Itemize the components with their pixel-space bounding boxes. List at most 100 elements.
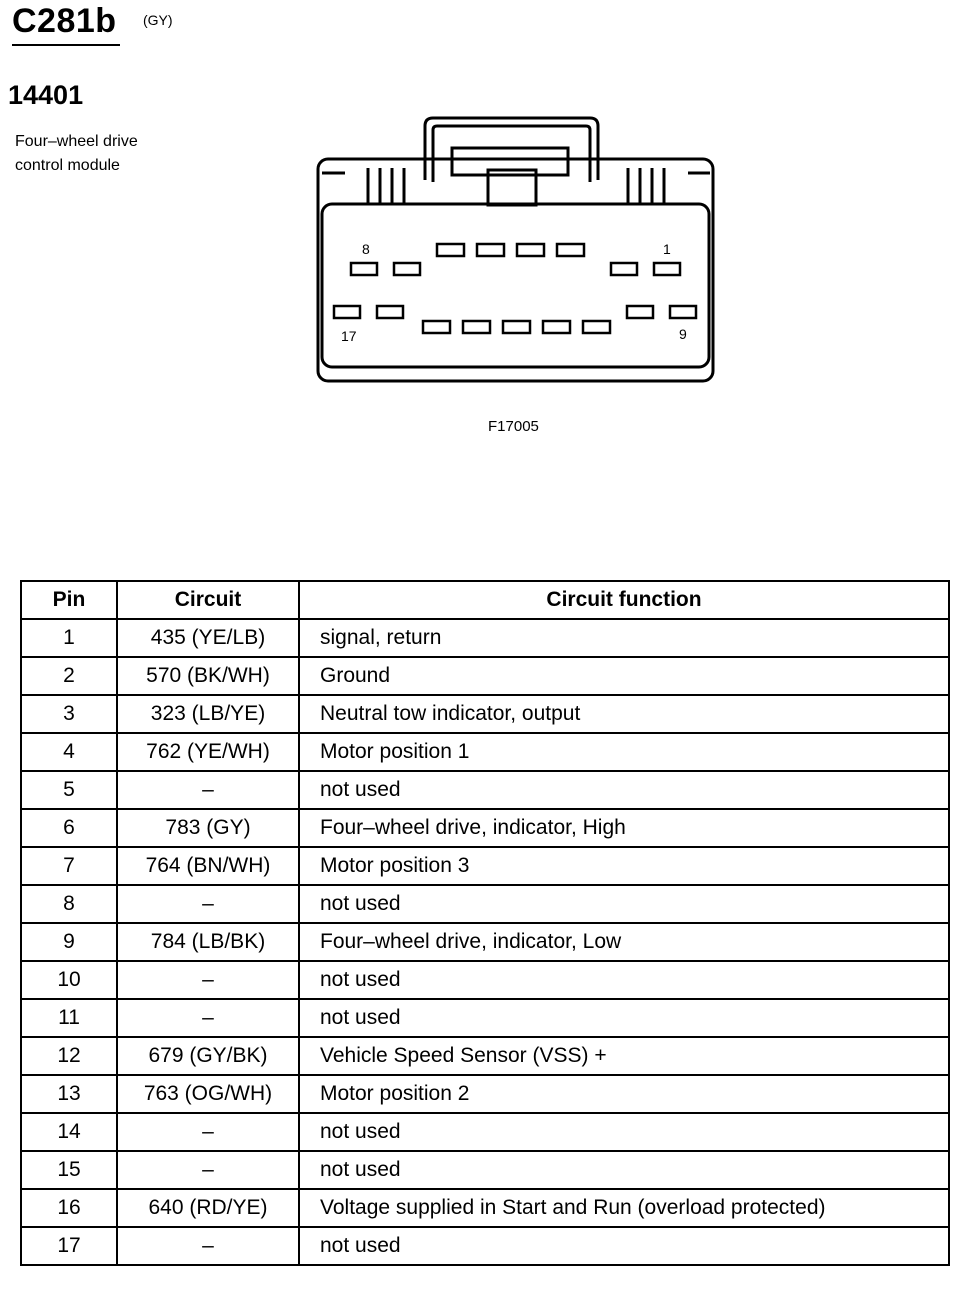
cavity-bottom-4 <box>541 319 572 335</box>
pin-label-1: 1 <box>663 241 671 257</box>
cavity-pin-7 <box>392 261 422 277</box>
color-code: (GY) <box>143 12 173 28</box>
table-row: 10–not used <box>20 960 950 1000</box>
latch-inner <box>431 124 592 182</box>
table-row: 8–not used <box>20 884 950 924</box>
header-function: Circuit function <box>298 580 950 620</box>
pin-cell: 15 <box>20 1150 118 1190</box>
circuit-cell: – <box>116 998 300 1038</box>
pin-cell: 4 <box>20 732 118 772</box>
circuit-cell: – <box>116 884 300 924</box>
circuit-cell: 764 (BN/WH) <box>116 846 300 886</box>
function-cell: not used <box>298 998 950 1038</box>
pin-label-9: 9 <box>679 326 687 342</box>
pin-cell: 7 <box>20 846 118 886</box>
connector-id: C281b <box>12 2 117 40</box>
cavity-bottom-2 <box>461 319 492 335</box>
cavity-bottom-5 <box>581 319 612 335</box>
circuit-cell: 570 (BK/WH) <box>116 656 300 696</box>
circuit-cell: 763 (OG/WH) <box>116 1074 300 1114</box>
function-cell: Voltage supplied in Start and Run (overl… <box>298 1188 950 1228</box>
cavity-pin-10 <box>625 304 655 320</box>
function-cell: Neutral tow indicator, output <box>298 694 950 734</box>
function-cell: not used <box>298 1150 950 1190</box>
description-line-2: control module <box>15 157 120 174</box>
cavity-bottom-1 <box>421 319 452 335</box>
module-description: Four–wheel drive control module <box>15 130 138 178</box>
cavity-top-2 <box>475 242 506 258</box>
latch-outer <box>423 116 600 180</box>
pin-label-17: 17 <box>341 328 357 344</box>
latch-window <box>450 146 570 177</box>
header-circuit: Circuit <box>116 580 300 620</box>
circuit-cell: – <box>116 960 300 1000</box>
pin-cell: 2 <box>20 656 118 696</box>
pin-cell: 8 <box>20 884 118 924</box>
function-cell: not used <box>298 884 950 924</box>
cavity-top-1 <box>435 242 466 258</box>
circuit-cell: 762 (YE/WH) <box>116 732 300 772</box>
pin-cell: 9 <box>20 922 118 962</box>
circuit-cell: 640 (RD/YE) <box>116 1188 300 1228</box>
circuit-cell: – <box>116 1112 300 1152</box>
pin-cell: 5 <box>20 770 118 810</box>
circuit-cell: 784 (LB/BK) <box>116 922 300 962</box>
pin-cell: 17 <box>20 1226 118 1266</box>
function-cell: not used <box>298 960 950 1000</box>
function-cell: signal, return <box>298 618 950 658</box>
pin-cell: 14 <box>20 1112 118 1152</box>
part-number: 14401 <box>8 80 84 110</box>
pin-cell: 13 <box>20 1074 118 1114</box>
cavity-pin-8 <box>349 261 379 277</box>
pin-cell: 12 <box>20 1036 118 1076</box>
connector-face-diagram: 8 1 17 9 <box>316 116 715 383</box>
figure-id: F17005 <box>488 418 539 435</box>
circuit-cell: – <box>116 1226 300 1266</box>
circuit-cell: 679 (GY/BK) <box>116 1036 300 1076</box>
function-cell: not used <box>298 1112 950 1152</box>
table-row: 15–not used <box>20 1150 950 1190</box>
table-row: 11–not used <box>20 998 950 1038</box>
rib-left <box>366 168 406 204</box>
pin-cell: 11 <box>20 998 118 1038</box>
circuit-cell: 323 (LB/YE) <box>116 694 300 734</box>
circuit-cell: – <box>116 1150 300 1190</box>
cavity-pin-9 <box>668 304 698 320</box>
description-line-1: Four–wheel drive <box>15 133 138 150</box>
function-cell: Four–wheel drive, indicator, Low <box>298 922 950 962</box>
table-row: 17–not used <box>20 1226 950 1266</box>
table-header-row: Pin Circuit Circuit function <box>20 580 950 620</box>
pin-cell: 16 <box>20 1188 118 1228</box>
function-cell: Motor position 1 <box>298 732 950 772</box>
function-cell: not used <box>298 770 950 810</box>
circuit-cell: – <box>116 770 300 810</box>
connector-body <box>316 157 715 383</box>
function-cell: Vehicle Speed Sensor (VSS) + <box>298 1036 950 1076</box>
table-row: 5–not used <box>20 770 950 810</box>
pin-cell: 3 <box>20 694 118 734</box>
table-row: 14–not used <box>20 1112 950 1152</box>
cavity-pin-1 <box>652 261 682 277</box>
function-cell: Motor position 2 <box>298 1074 950 1114</box>
connector-face <box>320 202 711 369</box>
function-cell: Four–wheel drive, indicator, High <box>298 808 950 848</box>
rib-right <box>626 168 666 204</box>
title-underline <box>12 44 120 46</box>
function-cell: Ground <box>298 656 950 696</box>
header-pin: Pin <box>20 580 118 620</box>
function-cell: not used <box>298 1226 950 1266</box>
cavity-bottom-3 <box>501 319 532 335</box>
cavity-top-3 <box>515 242 546 258</box>
pin-cell: 6 <box>20 808 118 848</box>
